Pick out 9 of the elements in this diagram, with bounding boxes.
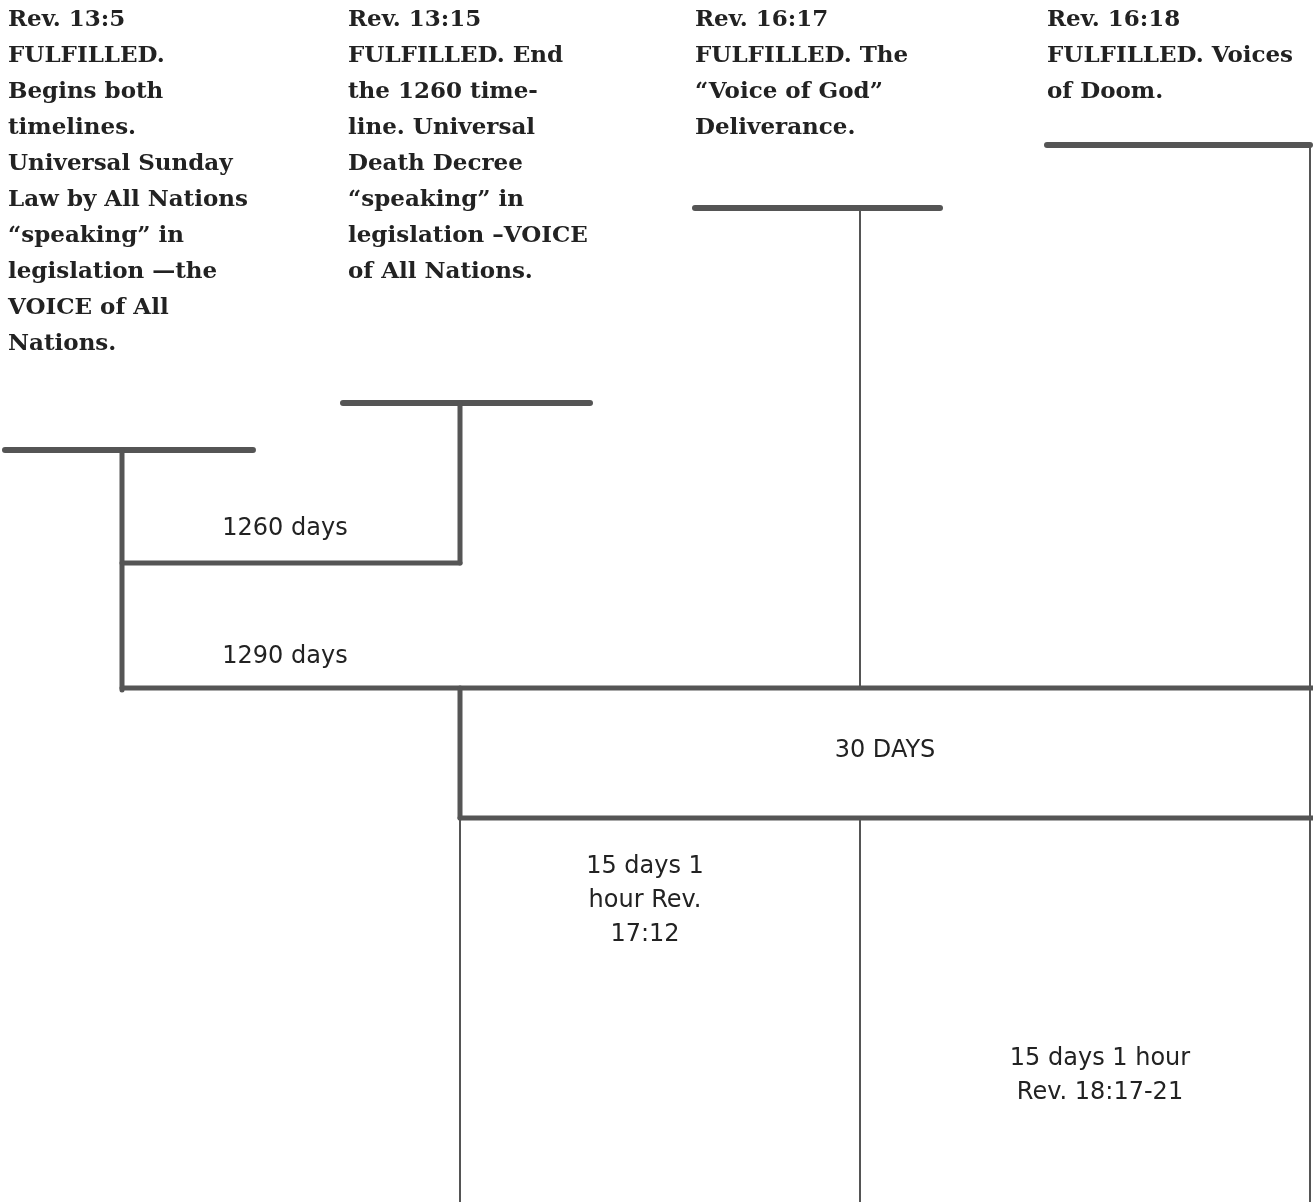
duration-label: 15 days 1 hour Rev. 18:17-21 — [1008, 1042, 1192, 1107]
duration-label: 15 days 1 hour Rev. 17:12 — [585, 850, 705, 949]
verse-note: Rev. 16:17 FULFILLED. The “Voice of God” Deliverance. — [695, 3, 910, 141]
duration-label: 30 DAYS — [833, 734, 937, 765]
duration-label: 1290 days — [221, 640, 349, 671]
verse-note: Rev. 13:5 FULFILLED. Begins both timelines. Universal Sunday Law by All Nations “speaking” in legislation —the VOICE of All Nations. — [8, 3, 249, 357]
verse-note: Rev. 13:15 FULFILLED. End the 1260 time-line. Universal Death Decree “speaking” in legislation –VOICE of All Nations. — [348, 3, 589, 285]
duration-label: 1260 days — [221, 512, 349, 543]
verse-note: Rev. 16:18 FULFILLED. Voices of Doom. — [1047, 3, 1295, 105]
